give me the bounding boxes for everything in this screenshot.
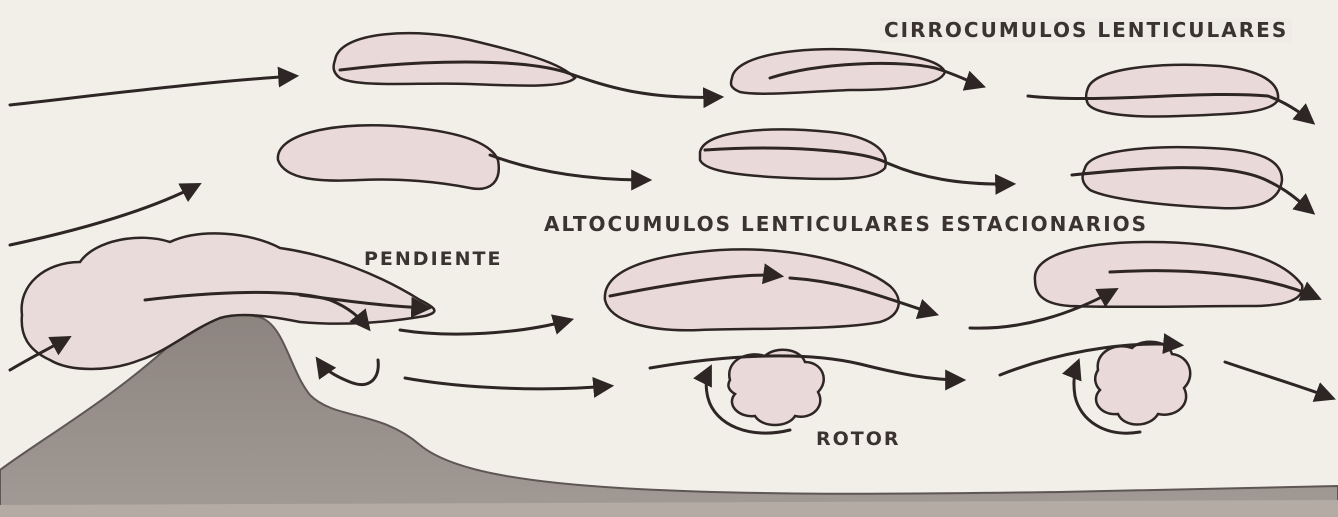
cirrocumulus-cloud-3 <box>1086 65 1278 117</box>
slope-label: PENDIENTE <box>360 248 506 270</box>
cirrocumulus-cloud-2 <box>731 49 945 94</box>
altocumulus-label: ALTOCUMULOS LENTICULARES ESTACIONARIOS <box>540 212 1152 236</box>
rotor-cloud-2 <box>1095 342 1190 425</box>
rotor-label: ROTOR <box>812 428 905 450</box>
cirrocumulus-label: CIRROCUMULOS LENTICULARES <box>880 18 1292 42</box>
